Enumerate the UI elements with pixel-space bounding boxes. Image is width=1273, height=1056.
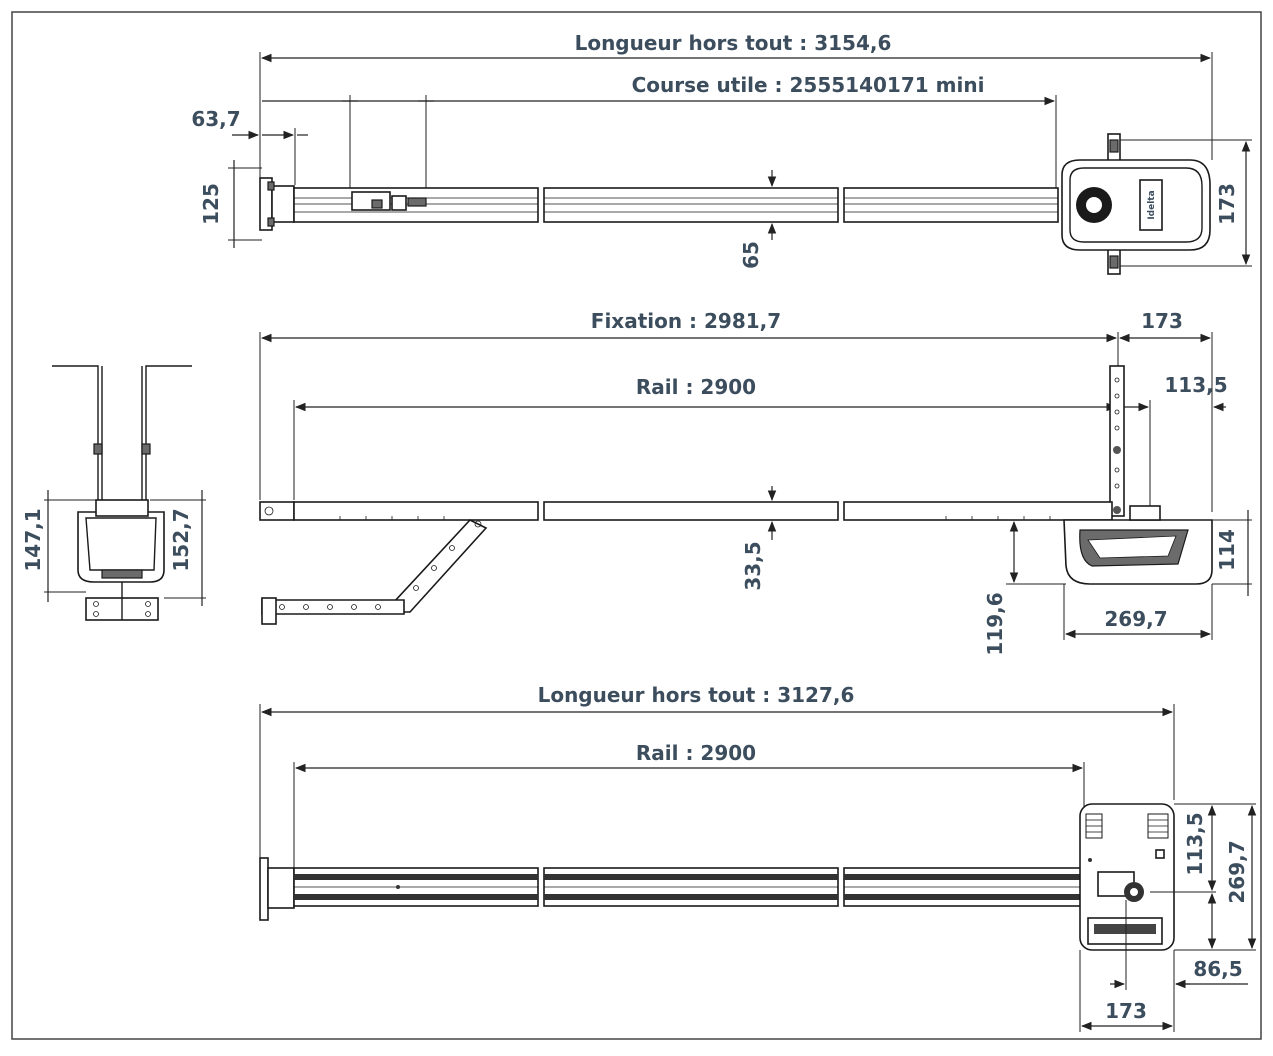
bottom-view: Longueur hors tout : 3127,6 Rail : 2900: [259, 683, 1257, 1032]
bottom-rail-label: Rail : 2900: [636, 741, 756, 765]
bottom-overall-label: Longueur hors tout : 3127,6: [538, 683, 855, 707]
motor-brand-label: Idelta: [1147, 190, 1157, 219]
bracket-offset-label: 113,5: [1164, 373, 1227, 397]
overall-length-label: Longueur hors tout : 3154,6: [575, 31, 892, 55]
drop-label: 119,6: [983, 592, 1007, 655]
motor-depth-label: 269,7: [1225, 840, 1249, 903]
motor-head-top: Idelta: [1061, 133, 1211, 275]
useful-stroke-label: Course utile : 2555140171 mini: [632, 73, 985, 97]
rail-thickness-label: 33,5: [741, 541, 765, 590]
rail-offset-label: 86,5: [1193, 957, 1242, 981]
motor-offset-label: 113,5: [1183, 812, 1207, 875]
rail-side: [259, 501, 1113, 521]
motor-height-label: 114: [1215, 529, 1239, 571]
motor-bottom: [1079, 803, 1175, 951]
side-view: Fixation : 2981,7 173 Rail : 2900 113,5: [259, 309, 1252, 656]
end-height-right-label: 152,7: [169, 508, 193, 571]
door-arm: [261, 519, 488, 625]
rail-top: [293, 187, 1059, 223]
motor-width-label: 173: [1215, 183, 1239, 225]
hanging-bracket: [1109, 365, 1125, 517]
rail-bottom: [293, 867, 1085, 907]
motor-length-label: 269,7: [1104, 607, 1167, 631]
drawing-frame: [11, 11, 1262, 1040]
rail-height-label: 65: [739, 241, 763, 269]
bottom-motor-width-label: 173: [1105, 999, 1147, 1023]
side-rail-label: Rail : 2900: [636, 375, 756, 399]
end-height-left-label: 147,1: [21, 508, 45, 571]
offset-label: 63,7: [191, 107, 240, 131]
motor-side: [1063, 505, 1213, 585]
top-view: Longueur hors tout : 3154,6 Course utile…: [191, 31, 1252, 275]
bracket-width-label: 173: [1141, 309, 1183, 333]
end-view: 147,1 152,7: [21, 365, 206, 621]
head-height-label: 125: [199, 183, 223, 225]
fixation-label: Fixation : 2981,7: [591, 309, 781, 333]
